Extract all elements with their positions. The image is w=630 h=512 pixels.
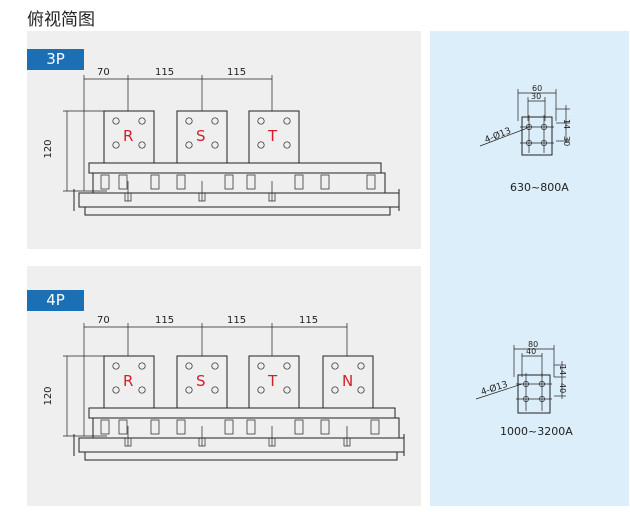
- dim-pitch-3p-1: 115: [155, 67, 174, 78]
- detail1-current-range: 630~800A: [510, 181, 569, 194]
- dim-pitch-4p-2: 115: [227, 315, 246, 326]
- detail2-hole-spec: 4-Ø13: [480, 379, 510, 398]
- page-title: 俯视简图: [27, 10, 95, 30]
- terminal-detail-drawings: 60 30 14 30 4-Ø13 630~800A: [475, 84, 573, 438]
- phase-label-r-3p: R: [123, 127, 133, 145]
- pole-count-tag-3p: 3P: [27, 49, 84, 70]
- detail1-hole-pitch-x: 30: [531, 92, 541, 101]
- phase-label-n-4p: N: [342, 372, 353, 390]
- phase-label-t-3p: T: [267, 127, 278, 145]
- dim-offset-4p: 70: [97, 315, 110, 326]
- diagram-3p-panel: 3P 70 115 115 120: [27, 31, 421, 249]
- detail1-hole-spec: 4-Ø13: [483, 125, 513, 146]
- dim-offset-3p: 70: [97, 67, 110, 78]
- terminal-detail-panel: 60 30 14 30 4-Ø13 630~800A: [430, 31, 629, 506]
- phase-label-s-3p: S: [196, 127, 206, 145]
- detail2-hole-pitch-y: 40: [558, 383, 567, 393]
- breaker-4p-drawing: 70 115 115 115 120 R S T N: [43, 315, 405, 461]
- detail1-width: 60: [532, 84, 542, 93]
- dim-pitch-4p-1: 115: [155, 315, 174, 326]
- phase-label-s-4p: S: [196, 372, 206, 390]
- detail2-current-range: 1000~3200A: [500, 425, 573, 438]
- detail1-hole-pitch-y: 30: [562, 136, 571, 146]
- dim-pitch-3p-2: 115: [227, 67, 246, 78]
- terminal-detail-1000-3200a: 80 40 14 40 4-Ø13 1000~3200A: [475, 340, 573, 438]
- detail2-edge-offset: 14: [558, 365, 567, 375]
- detail1-edge-offset: 14: [562, 119, 571, 129]
- dim-height-3p: 120: [43, 139, 54, 158]
- diagram-4p-panel: 4P 70 115 115 115 120: [27, 266, 421, 506]
- detail2-width: 80: [528, 340, 538, 349]
- detail2-hole-pitch-x: 40: [526, 347, 536, 356]
- terminal-detail-630-800a: 60 30 14 30 4-Ø13 630~800A: [479, 84, 571, 194]
- dim-pitch-4p-3: 115: [299, 315, 318, 326]
- phase-label-t-4p: T: [267, 372, 278, 390]
- pole-count-tag-4p: 4P: [27, 290, 84, 311]
- dim-height-4p: 120: [43, 386, 54, 405]
- breaker-3p-drawing: 70 115 115 120 R S T: [43, 67, 400, 216]
- phase-label-r-4p: R: [123, 372, 133, 390]
